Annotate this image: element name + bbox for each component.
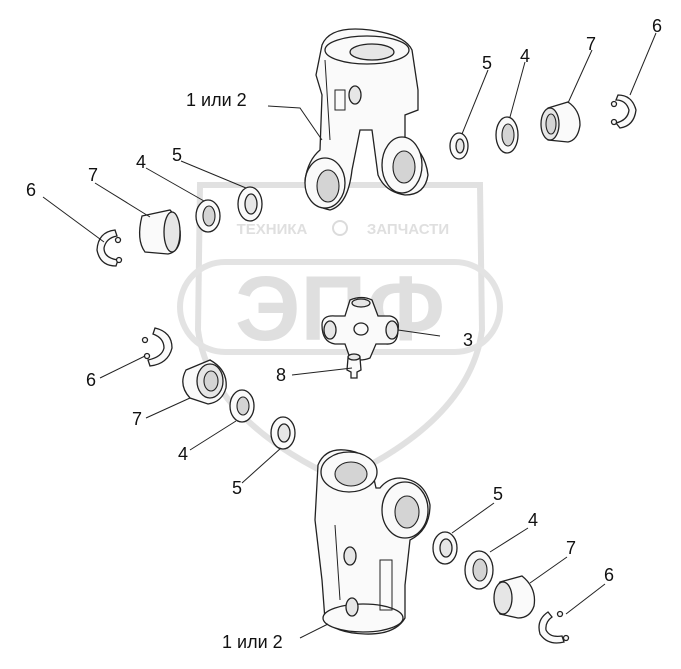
- yoke-bottom: [314, 449, 431, 635]
- callout-seal-mid-left: 4: [178, 444, 188, 464]
- callout-seal-bottom-right: 4: [528, 510, 538, 530]
- callout-ring-top-right: 6: [652, 16, 662, 36]
- seal-top-right: [495, 116, 519, 154]
- callout-bearing-mid-left: 7: [132, 409, 142, 429]
- yoke-top: [304, 28, 429, 211]
- cross-spider: [321, 296, 399, 361]
- washer-top-left: [237, 186, 263, 222]
- retaining-ring-mid-left: [141, 327, 173, 367]
- callout-washer-top-right: 5: [482, 53, 492, 73]
- leader-lines: [42, 32, 657, 639]
- grease-nipple: [346, 353, 362, 379]
- retaining-ring-top-left: [96, 229, 123, 267]
- washer-top-right: [449, 132, 469, 160]
- bearing-cup-bottom-right: [493, 575, 536, 619]
- watermark-oval: [177, 259, 503, 355]
- callout-cross: 3: [463, 330, 473, 350]
- washer-bottom-right: [432, 531, 458, 565]
- callout-bearing-top-right: 7: [586, 34, 596, 54]
- callout-ring-bottom-right: 6: [604, 565, 614, 585]
- callout-seal-top-left: 4: [136, 152, 146, 172]
- watermark-label-left: ТЕХНИКА: [237, 221, 308, 238]
- watermark-logo-text: ЭПФ: [235, 258, 445, 360]
- callout-bearing-top-left: 7: [88, 165, 98, 185]
- callout-washer-top-left: 5: [172, 145, 182, 165]
- bearing-cup-mid-left: [182, 359, 227, 405]
- watermark-label-right: ЗАПЧАСТИ: [367, 221, 449, 238]
- retaining-ring-bottom-right: [538, 610, 570, 644]
- callout-grease-nipple: 8: [276, 365, 286, 385]
- bearing-cup-top-right: [540, 101, 581, 143]
- callout-yoke-bottom: 1 или 2: [222, 632, 283, 652]
- seal-bottom-right: [464, 550, 494, 590]
- callout-bearing-bottom-right: 7: [566, 538, 576, 558]
- gear-icon: [332, 220, 348, 236]
- callout-seal-top-right: 4: [520, 46, 530, 66]
- callout-washer-bottom-right: 5: [493, 484, 503, 504]
- callout-labels: 1 или 2 6 7 4 5 6 7 4 5 3 8 6 7 4 5 5 4 …: [26, 16, 662, 652]
- seal-mid-left: [229, 389, 255, 423]
- callout-ring-mid-left: 6: [86, 370, 96, 390]
- seal-top-left: [195, 199, 221, 233]
- callout-washer-mid-left: 5: [232, 478, 242, 498]
- callout-ring-top-left: 6: [26, 180, 36, 200]
- callout-yoke-top: 1 или 2: [186, 90, 247, 110]
- washer-mid-left: [270, 416, 296, 450]
- retaining-ring-top-right: [610, 94, 637, 129]
- bearing-cup-top-left: [138, 209, 181, 255]
